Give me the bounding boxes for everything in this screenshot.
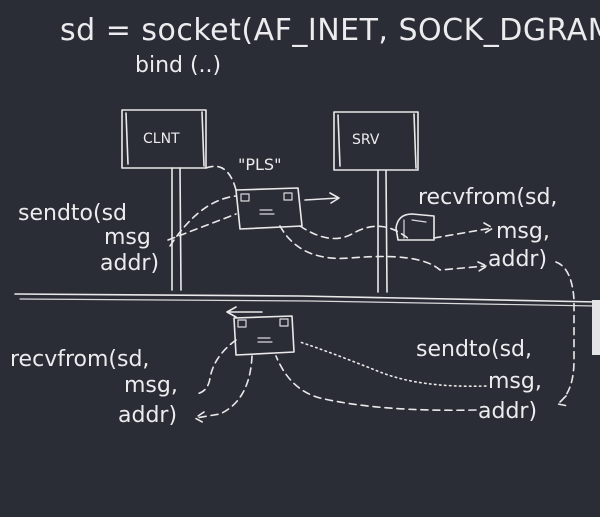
packet-to-mailbox-flow bbox=[299, 225, 411, 241]
packet-label: "PLS" bbox=[238, 155, 281, 174]
server-label: SRV bbox=[352, 132, 380, 148]
reply-stamp-left bbox=[237, 319, 247, 328]
server-pole bbox=[377, 169, 388, 293]
client-recvfrom-msg: msg, bbox=[124, 373, 178, 398]
addr-to-packet-flow bbox=[169, 195, 237, 247]
packet-stamp-left bbox=[240, 193, 250, 202]
server-recvfrom-call: recvfrom(sd, bbox=[418, 185, 557, 210]
reply-to-addr-arrow bbox=[194, 355, 253, 424]
mailbox-details bbox=[403, 219, 427, 239]
bind-call-text: bind (..) bbox=[135, 53, 221, 78]
client-sendto-msg: msg bbox=[104, 225, 151, 250]
server-box-shade bbox=[337, 113, 417, 169]
client-host: CLNT bbox=[121, 109, 207, 291]
server-recvfrom-msg: msg, bbox=[496, 219, 550, 244]
reply-arrow-left bbox=[226, 306, 263, 318]
client-pole bbox=[171, 167, 182, 291]
packet-lines bbox=[259, 209, 275, 215]
reply-to-msg-flow bbox=[195, 339, 237, 395]
reply-envelope bbox=[233, 315, 295, 356]
client-sendto-addr: addr) bbox=[100, 251, 159, 276]
network-line-bottom bbox=[19, 298, 597, 307]
packet-to-addr-arrow bbox=[279, 225, 488, 272]
network-line-top bbox=[14, 293, 599, 303]
mailbox bbox=[395, 213, 435, 241]
packet-label-link bbox=[205, 165, 237, 191]
server-sendto-msg: msg, bbox=[488, 369, 542, 394]
reply-addr-dashed-flow bbox=[275, 355, 477, 412]
socket-call-text: sd = socket(AF_INET, SOCK_DGRAM..) bbox=[60, 13, 600, 48]
client-recvfrom-addr: addr) bbox=[118, 403, 177, 428]
edge-mark bbox=[592, 300, 600, 355]
client-sendto-call: sendto(sd bbox=[18, 201, 127, 226]
server-recvfrom-addr: addr) bbox=[488, 247, 547, 272]
reply-msg-dotted-flow bbox=[299, 341, 487, 388]
packet-arrow-right bbox=[304, 192, 340, 204]
client-box-shade bbox=[125, 111, 205, 167]
server-box bbox=[333, 111, 419, 171]
reply-packet bbox=[226, 306, 295, 356]
client-recvfrom-call: recvfrom(sd, bbox=[10, 347, 149, 372]
server-host: SRV bbox=[333, 111, 419, 293]
packet-envelope bbox=[235, 187, 303, 230]
mailbox-to-msg-arrow bbox=[433, 222, 494, 239]
client-box bbox=[121, 109, 207, 169]
reply-stamp-right bbox=[279, 318, 289, 327]
addr-reuse-flow bbox=[555, 261, 575, 407]
server-sendto-addr: addr) bbox=[478, 399, 537, 424]
outgoing-packet: "PLS" bbox=[235, 155, 340, 230]
packet-stamp-right bbox=[283, 192, 293, 201]
msg-to-packet-line bbox=[167, 213, 237, 241]
mailbox-body bbox=[395, 213, 435, 241]
server-sendto-call: sendto(sd, bbox=[416, 337, 532, 362]
reply-lines bbox=[257, 337, 273, 343]
client-label: CLNT bbox=[143, 131, 180, 147]
